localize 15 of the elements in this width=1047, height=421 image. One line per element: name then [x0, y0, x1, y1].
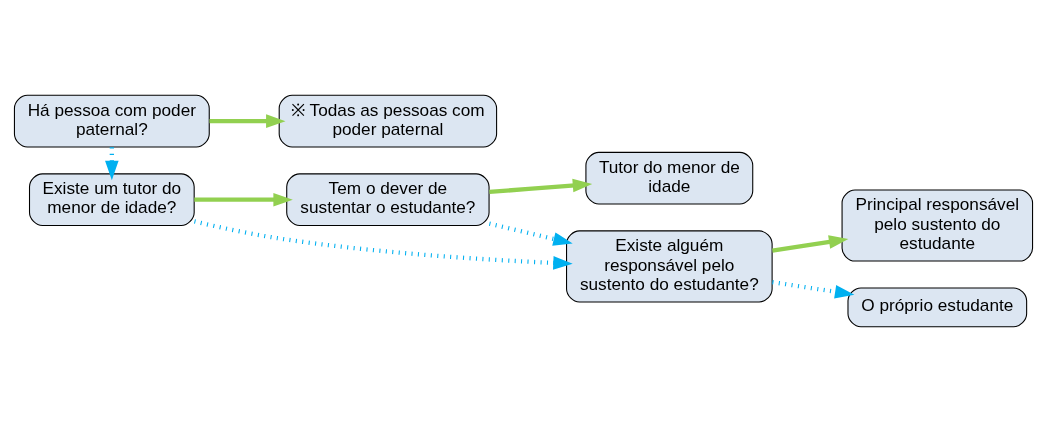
node-box: O próprio estudante [847, 286, 1028, 327]
node-box: Principal responsável pelo sustento do estudante [841, 188, 1034, 262]
arrow [772, 234, 849, 253]
node-box: ※ Todas as pessoas com poder paternal [278, 94, 498, 147]
arrow [772, 279, 855, 298]
node-box: Há pessoa com poder paternal? [13, 94, 210, 147]
arrow [209, 113, 286, 128]
arrow [488, 221, 573, 246]
arrow [489, 178, 593, 194]
arrow [194, 192, 293, 206]
node-box: Existe alguém responsável pelo sustento do estudante? [566, 229, 773, 302]
node-box: Tem o dever de sustentar o estudante? [286, 172, 490, 226]
node-box: Existe um tutor do menor de idade? [28, 172, 195, 226]
node-box: Tutor do menor de idade [585, 151, 754, 205]
arrow [193, 218, 573, 270]
